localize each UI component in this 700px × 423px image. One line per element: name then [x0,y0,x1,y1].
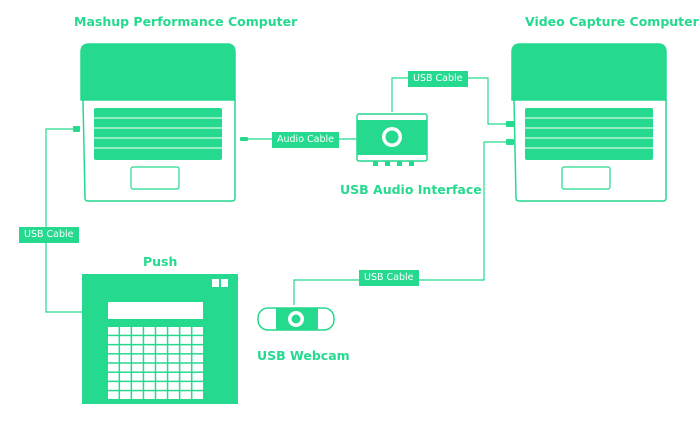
pad [156,372,167,381]
cable-usb-top [391,77,508,125]
pad [180,363,191,372]
pad [120,354,131,363]
pad [192,363,203,372]
pad [156,354,167,363]
pad [108,372,119,381]
pad [180,391,191,399]
pad [180,345,191,354]
pad [144,382,155,390]
pad [156,382,167,390]
connectors [73,121,514,145]
pad [180,372,191,381]
pad [144,327,155,335]
pad [168,345,179,354]
connector-audio [240,137,248,141]
pad [168,372,179,381]
pad [180,354,191,363]
pad [180,336,191,344]
connector-usb-video-top [506,121,514,127]
pad [120,327,131,335]
pad [168,391,179,399]
pad [108,345,119,354]
pad [144,336,155,344]
pad [132,345,143,354]
pad [108,327,119,335]
pad [144,354,155,363]
pad [192,327,203,335]
webcam-label: USB Webcam [257,348,350,363]
pad [156,327,167,335]
pad [192,382,203,390]
pad [144,345,155,354]
pad [156,345,167,354]
pad [120,336,131,344]
pad [156,336,167,344]
pad [192,354,203,363]
pad [132,327,143,335]
audio-interface-label: USB Audio Interface [340,182,482,197]
pad [156,363,167,372]
pad [132,391,143,399]
cable-usb-bottom [293,141,508,305]
laptop-icon [511,43,667,202]
usb-cable-left-tag: USB Cable [19,227,79,243]
pad [132,382,143,390]
push-controller-icon [82,274,238,404]
usb-cable-bottom-tag: USB Cable [359,270,419,286]
pad [180,327,191,335]
cables [45,77,508,313]
pad [108,391,119,399]
pad [108,354,119,363]
webcam-icon [257,307,335,331]
pad [120,363,131,372]
connector-usb-video-bottom [506,139,514,145]
pad [132,354,143,363]
pad [168,363,179,372]
usb-cable-top-tag: USB Cable [408,71,468,87]
pad [108,382,119,390]
pad [144,363,155,372]
pad [120,345,131,354]
pad [132,372,143,381]
pad [192,391,203,399]
audio-interface-icon [356,113,428,166]
audio-cable-tag: Audio Cable [272,132,339,148]
pad [132,336,143,344]
push-label: Push [143,254,178,269]
cable-usb-left [45,128,82,313]
laptop-icon [80,43,236,202]
pad [120,372,131,381]
pad [144,391,155,399]
mashup-computer-label: Mashup Performance Computer [74,14,298,29]
pad [132,363,143,372]
connector-usb-left [73,126,80,132]
pad [192,372,203,381]
pad [192,336,203,344]
pad [120,391,131,399]
pad [168,336,179,344]
pad [156,391,167,399]
video-computer-label: Video Capture Computer [525,14,699,29]
pad [120,382,131,390]
pad [108,336,119,344]
pad [192,345,203,354]
pad [168,354,179,363]
pad [108,363,119,372]
pad [168,382,179,390]
pad [168,327,179,335]
pad [180,382,191,390]
pad [144,372,155,381]
